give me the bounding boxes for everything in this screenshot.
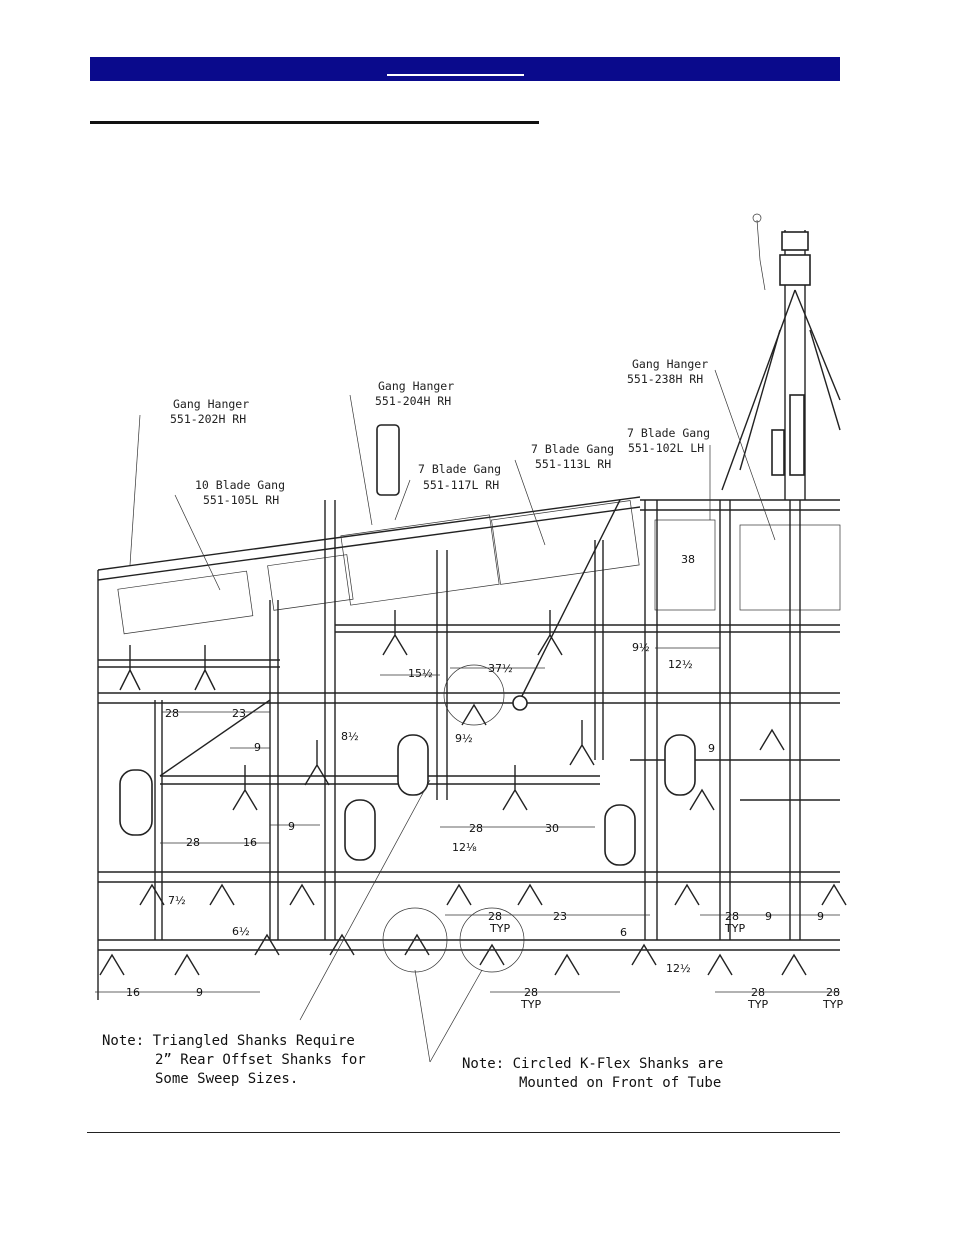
blade-gang-7c-part: 551-102L LH: [628, 441, 704, 455]
dim: TYP: [747, 998, 768, 1011]
blade-gang-7b-part: 551-113L RH: [535, 457, 611, 471]
dim: 28: [165, 707, 179, 720]
gang-frame: [97, 496, 840, 1000]
blade-gang-10-label: 10 Blade Gang: [195, 478, 285, 492]
section-rule: [90, 121, 539, 124]
blade-gang-10-part: 551-105L RH: [203, 493, 279, 507]
footer-rule: [87, 1132, 840, 1133]
dim: 30: [545, 822, 559, 835]
sweeps: [99, 610, 847, 976]
dim: 38: [681, 553, 695, 566]
note-triangled-line-3: Some Sweep Sizes.: [155, 1071, 298, 1087]
tool-bars: [98, 624, 840, 951]
dim: TYP: [520, 998, 541, 1011]
dim: 9: [196, 986, 203, 999]
dim: TYP: [822, 998, 843, 1011]
gang-hanger-1-part: 551-202H RH: [170, 412, 246, 426]
dim: TYP: [489, 922, 510, 935]
dim: 7½: [168, 894, 186, 907]
dim: 28: [469, 822, 483, 835]
gang-hanger-3-part: 551-238H RH: [627, 372, 703, 386]
dim: 23: [553, 910, 567, 923]
blade-gang-7b-label: 7 Blade Gang: [531, 442, 614, 456]
gang-hanger-2-label: Gang Hanger: [378, 379, 454, 393]
gang-hanger-2-part: 551-204H RH: [375, 394, 451, 408]
wheels: [119, 734, 696, 866]
dim: 12⅛: [452, 841, 477, 854]
disk-gangs: [117, 424, 841, 635]
blade-gang-7a-part: 551-117L RH: [423, 478, 499, 492]
blade-gang-7a-label: 7 Blade Gang: [418, 462, 501, 476]
gang-hanger-1-label: Gang Hanger: [173, 397, 249, 411]
dim: 28: [524, 986, 538, 999]
notes: Note: Triangled Shanks Require 2” Rear O…: [102, 1033, 723, 1091]
header-bar: [90, 57, 840, 81]
dim: 9½: [632, 641, 650, 654]
gang-hanger-3-label: Gang Hanger: [632, 357, 708, 371]
dimension-values: 28 23 9 8½ 15½ 37½ 9½ 9½ 12½ 9 38 28 16 …: [126, 553, 843, 1011]
dim: 6½: [232, 925, 250, 938]
dim: 16: [126, 986, 140, 999]
dim: 37½: [488, 662, 513, 675]
dim: 6: [620, 926, 627, 939]
dim: 28: [488, 910, 502, 923]
dim: 9: [708, 742, 715, 755]
dim: 12½: [666, 962, 691, 975]
dim: 28: [186, 836, 200, 849]
header-underline: [387, 74, 524, 76]
dim: 9: [254, 741, 261, 754]
dim: 9: [817, 910, 824, 923]
dim: 16: [243, 836, 257, 849]
dim: 15½: [408, 667, 433, 680]
leader-lines: [129, 369, 776, 1063]
frame-verticals: [154, 499, 801, 940]
dim: 23: [232, 707, 246, 720]
note-triangled-line-2: 2” Rear Offset Shanks for: [155, 1052, 366, 1068]
callout-labels: Gang Hanger 551-202H RH Gang Hanger 551-…: [170, 357, 710, 507]
dim: 9: [765, 910, 772, 923]
dim: 28: [725, 910, 739, 923]
dim: 12½: [668, 658, 693, 671]
dimension-lines: [95, 647, 840, 993]
dim: 9½: [455, 732, 473, 745]
dim: TYP: [724, 922, 745, 935]
dim: 8½: [341, 730, 359, 743]
dim: 28: [826, 986, 840, 999]
note-circled-line-1: Note: Circled K-Flex Shanks are: [462, 1056, 723, 1072]
note-circled-line-2: Mounted on Front of Tube: [519, 1075, 721, 1091]
note-triangled-line-1: Note: Triangled Shanks Require: [102, 1033, 355, 1049]
blade-gang-7c-label: 7 Blade Gang: [627, 426, 710, 440]
hitch-tower: [721, 213, 841, 500]
dim: 9: [288, 820, 295, 833]
dim: 28: [751, 986, 765, 999]
